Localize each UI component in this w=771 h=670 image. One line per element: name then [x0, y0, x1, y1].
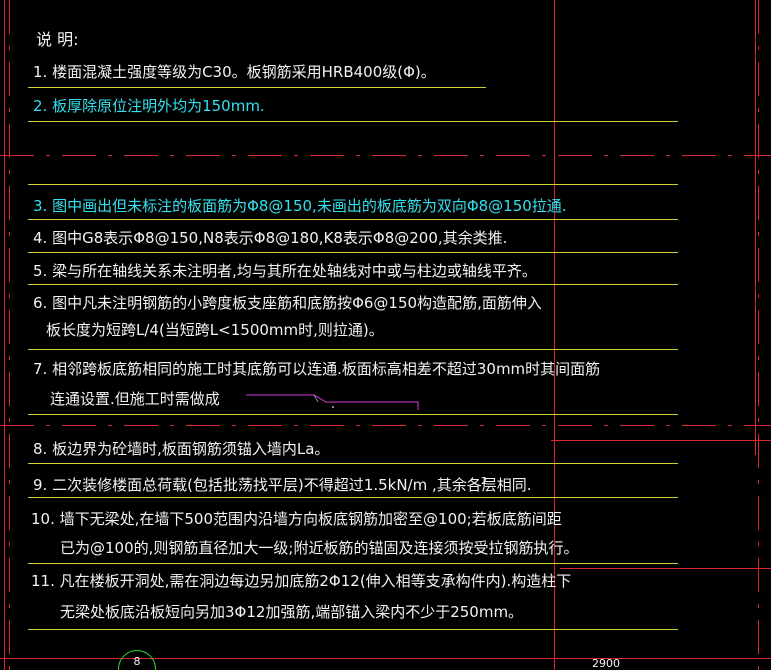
- axis-line-horizontal: [0, 658, 771, 659]
- underline: [28, 629, 678, 630]
- note-11-line-1: 11. 凡在楼板开洞处,需在洞边每边另加底筋2Φ12(伸入相等支承构件内).构造…: [31, 572, 572, 590]
- axis-line-vertical: [9, 0, 10, 670]
- underline: [28, 497, 678, 498]
- axis-line-horizontal: [0, 155, 771, 156]
- note-8: 8. 板边界为砼墙时,板面钢筋须锚入墙内La。: [33, 440, 330, 458]
- note-10-line-2: 已为@100的,则钢筋直径加大一级;附近板筋的锚固及连接须按受拉钢筋执行。: [60, 539, 579, 557]
- note-11-line-2: 无梁处板底沿板短向另加3Φ12加强筋,端部锚入梁内不少于250mm。: [60, 603, 524, 621]
- underline: [28, 463, 678, 464]
- underline: [28, 219, 678, 220]
- underline: [28, 252, 678, 253]
- underline: [28, 563, 678, 564]
- slab-step-marker: [246, 394, 419, 410]
- notes-title: 说 明:: [36, 30, 79, 49]
- underline: [28, 184, 678, 185]
- axis-line-vertical: [4, 0, 5, 670]
- underline: [28, 284, 678, 285]
- note-5: 5. 梁与所在轴线关系未注明者,均与其所在处轴线对中或与柱边或轴线平齐。: [33, 262, 537, 280]
- note-6-line-2: 板长度为短跨L/4(当短跨L<1500mm时,则拉通)。: [46, 321, 384, 339]
- axis-line-vertical: [554, 0, 555, 670]
- axis-line-vertical: [758, 0, 759, 670]
- underline: [28, 414, 678, 415]
- axis-line-vertical: [755, 0, 756, 455]
- underline: [28, 87, 486, 88]
- axis-line-horizontal: [551, 440, 771, 441]
- axis-bubble: 8: [118, 650, 156, 670]
- axis-bubble-label: 8: [133, 655, 141, 668]
- note-3: 3. 图中画出但未标注的板面筋为Φ8@150,未画出的板底筋为双向Φ8@150拉…: [33, 197, 567, 215]
- note-6-line-1: 6. 图中凡未注明钢筋的小跨度板支座筋和底筋按Φ6@150构造配筋,面筋伸入: [33, 294, 542, 312]
- axis-line-horizontal: [560, 568, 771, 569]
- dimension-label: 2900: [592, 657, 620, 670]
- note-10-line-1: 10. 墙下无梁处,在墙下500范围内沿墙方向板底钢筋加密至@100;若板底筋间…: [31, 510, 562, 528]
- note-7-line-2: 连通设置.但施工时需做成: [50, 390, 220, 408]
- note-1: 1. 楼面混凝土强度等级为C30。板钢筋采用HRB400级(Φ)。: [33, 63, 436, 81]
- axis-line-horizontal: [0, 425, 771, 426]
- note-4: 4. 图中G8表示Φ8@150,N8表示Φ8@180,K8表示Φ8@200,其余…: [33, 229, 508, 247]
- note-9: 9. 二次装修楼面总荷载(包括批荡找平层)不得超过1.5kN/m ,其余各层相同…: [33, 476, 532, 494]
- note-2: 2. 板厚除原位注明外均为150mm.: [33, 97, 265, 115]
- note-7-line-1: 7. 相邻跨板底筋相同的施工时其底筋可以连通.板面标高相差不超过30mm时其间面…: [33, 360, 601, 378]
- underline: [28, 349, 678, 350]
- underline: [28, 121, 678, 122]
- note-9-superscript: 2: [481, 476, 488, 487]
